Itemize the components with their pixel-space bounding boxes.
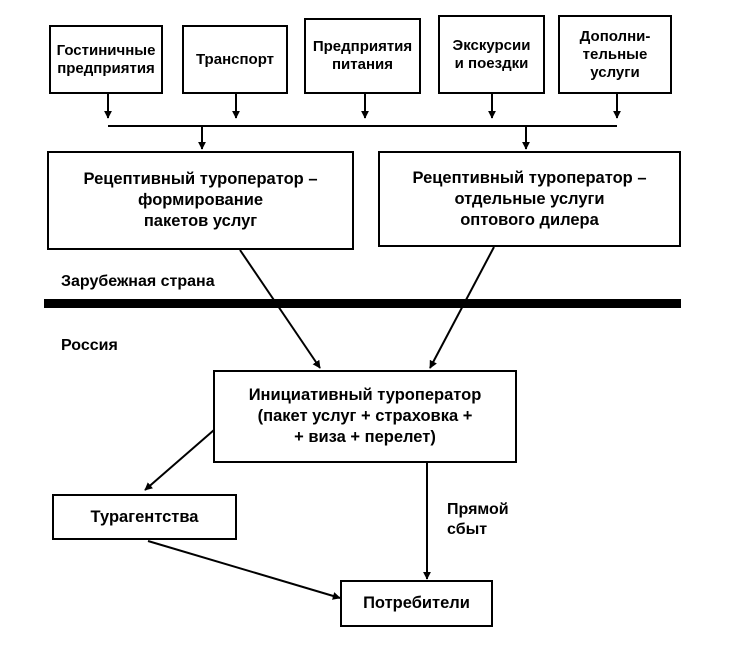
direct-sales-label: Прямой сбыт: [447, 501, 509, 538]
travel-agencies: Турагентства: [52, 494, 237, 540]
travel-agencies-label: Турагентства: [90, 507, 199, 526]
receptive-operator-separate: Рецептивный туроператор – отдельные услу…: [378, 151, 681, 247]
receptive-operator-package-label: Рецептивный туроператор – формирование п…: [83, 170, 318, 230]
initiative-operator-label: Инициативный туроператор (пакет услуг + …: [248, 386, 482, 446]
supplier-transport: Транспорт: [182, 25, 288, 94]
consumers-label: Потребители: [363, 594, 470, 612]
arrow-agencies-to-consumers: [147, 540, 341, 600]
border-line: [44, 299, 681, 308]
supplier-transport-label: Транспорт: [195, 50, 275, 68]
arrow-receptive-package-to-initiative: [239, 249, 321, 369]
receptive-operator-package: Рецептивный туроператор – формирование п…: [47, 151, 354, 250]
initiative-operator: Инициативный туроператор (пакет услуг + …: [213, 370, 517, 463]
russia-label: Россия: [61, 337, 118, 354]
supplier-extra-label: Дополни- тельные услуги: [579, 27, 651, 81]
supplier-catering: Предприятия питания: [304, 18, 421, 94]
foreign-country-label: Зарубежная страна: [61, 273, 215, 290]
supplier-extra: Дополни- тельные услуги: [558, 15, 672, 94]
consumers: Потребители: [340, 580, 493, 627]
supplier-excursions: Экскурсии и поездки: [438, 15, 545, 94]
arrow-initiative-to-agencies: [144, 429, 215, 491]
supplier-catering-label: Предприятия питания: [312, 38, 413, 73]
receptive-operator-separate-label: Рецептивный туроператор – отдельные услу…: [412, 168, 647, 229]
supplier-hotels-label: Гостиничные предприятия: [56, 41, 156, 77]
supplier-excursions-label: Экскурсии и поездки: [452, 36, 531, 72]
supplier-hotels: Гостиничные предприятия: [49, 25, 163, 94]
